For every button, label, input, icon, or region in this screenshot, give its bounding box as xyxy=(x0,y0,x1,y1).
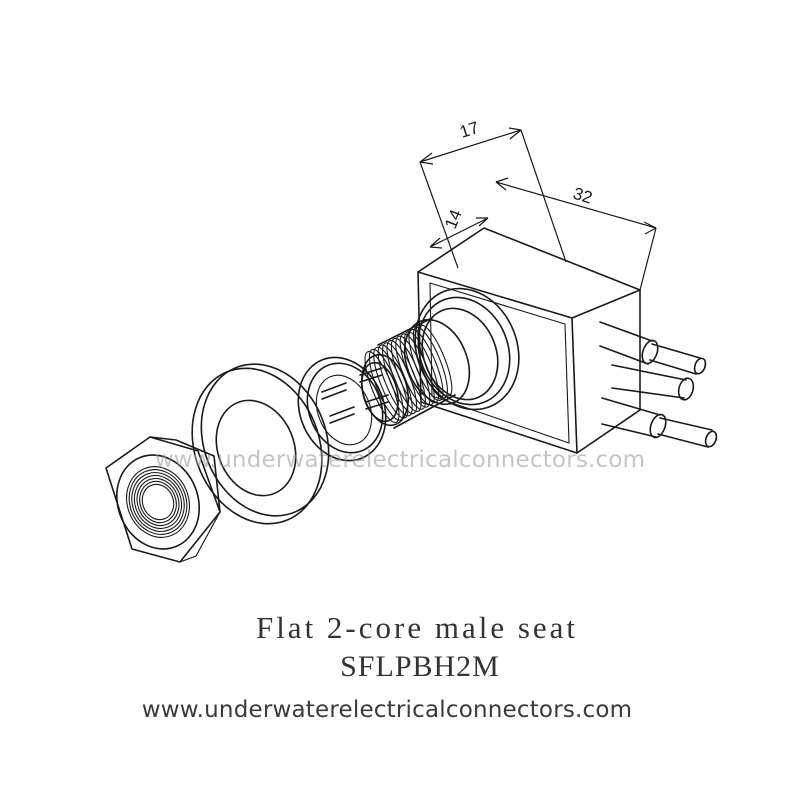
thread-ring xyxy=(408,329,444,401)
caption-title: Flat 2-core male seat xyxy=(255,610,579,645)
nut-thread-ring xyxy=(128,469,188,535)
caption-model-number: SFLPBH2M xyxy=(340,650,500,683)
hex-nut xyxy=(105,436,221,563)
dimension-top-width: 17 xyxy=(419,118,567,269)
nut-thread-ring xyxy=(141,483,175,521)
body-right-face xyxy=(576,289,641,454)
nut-thread-ring xyxy=(139,480,177,524)
thread-ring xyxy=(417,324,453,397)
rear-pin-lower xyxy=(601,397,718,448)
o-ring xyxy=(297,356,387,462)
shank-outline xyxy=(377,317,456,429)
threaded-shank xyxy=(364,317,471,429)
watermark-bottom: www.underwaterelectricalconnectors.com xyxy=(141,697,633,723)
dimension-depth: 32 xyxy=(495,177,657,291)
connector-body xyxy=(417,227,641,454)
dimension-top-width-label: 17 xyxy=(457,118,481,142)
rear-pins xyxy=(599,321,718,448)
watermark-middle: www.underwaterelectricalconnectors.com xyxy=(154,447,646,473)
nut-thread-ring xyxy=(131,472,185,532)
nut-thread-ring xyxy=(126,466,190,538)
flat-washer xyxy=(191,363,330,525)
rear-pin-middle xyxy=(611,364,695,401)
thread-ring xyxy=(412,326,448,399)
rear-pin-upper xyxy=(599,321,707,375)
dimension-front-width-label: 14 xyxy=(441,207,466,232)
nut-thread-ring xyxy=(133,474,183,530)
nut-thread-ring xyxy=(136,477,180,527)
dimension-depth-label: 32 xyxy=(571,184,595,208)
connector-face xyxy=(359,353,410,427)
shank-threads xyxy=(364,324,453,423)
body-front-bevel xyxy=(429,282,570,444)
hex-nut-threads xyxy=(126,466,190,538)
